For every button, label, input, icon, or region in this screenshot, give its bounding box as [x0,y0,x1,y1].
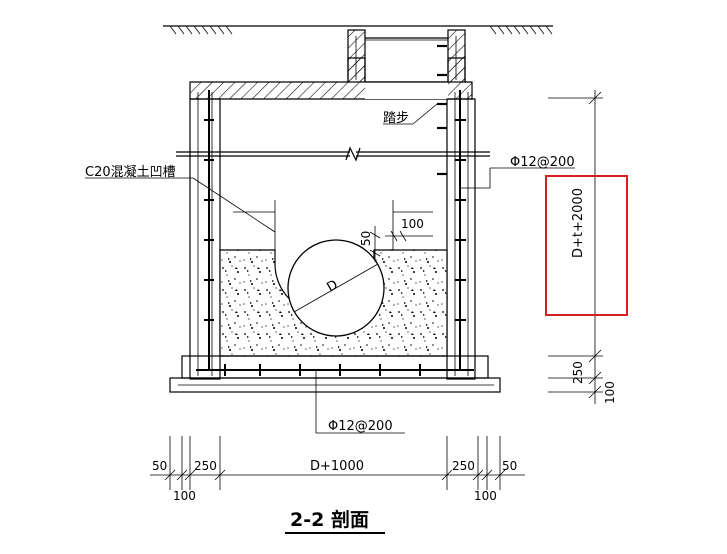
dim-left-50: 50 [152,459,167,473]
break-line [176,146,490,162]
dim-100-offset: 100 [401,217,424,231]
ladder-steps: 踏步 [383,44,447,176]
horizontal-dimensions: 50 250 100 D+1000 250 50 100 [150,436,525,503]
highlight-box [545,175,628,316]
section-title: 2-2 剖面 [285,508,385,534]
trough-outline: C20混凝土凹槽 [85,164,433,250]
rebar-bottom-label: Φ12@200 [328,419,393,434]
dim-base-slab: 250 [571,361,585,384]
ground-line [163,25,553,35]
pipe: D [287,239,385,337]
rebar-callout-top: Φ12@200 [460,155,575,189]
dim-right-250: 250 [452,459,475,473]
pipe-cover-dims: 50 100 [359,217,433,262]
steps-label: 踏步 [383,111,409,126]
rebar-callout-bottom: Φ12@200 [315,370,405,434]
vertical-dimensions: D+t+2000 250 100 [548,90,617,404]
dim-height: D+t+2000 [571,188,586,258]
dim-cushion: 100 [603,381,617,404]
dim-50-cover: 50 [359,231,373,246]
base-slab [169,355,501,393]
chamber-walls [189,90,476,380]
rebar-top-label: Φ12@200 [510,155,575,170]
dim-left-100: 100 [173,489,196,503]
cover-slab [189,57,473,100]
title-text: 2-2 剖面 [290,508,369,531]
dim-right-100: 100 [474,489,497,503]
dim-center: D+1000 [310,459,364,474]
c20-trough-label: C20混凝土凹槽 [85,164,176,180]
dim-left-250: 250 [194,459,217,473]
dim-right-50: 50 [502,459,517,473]
